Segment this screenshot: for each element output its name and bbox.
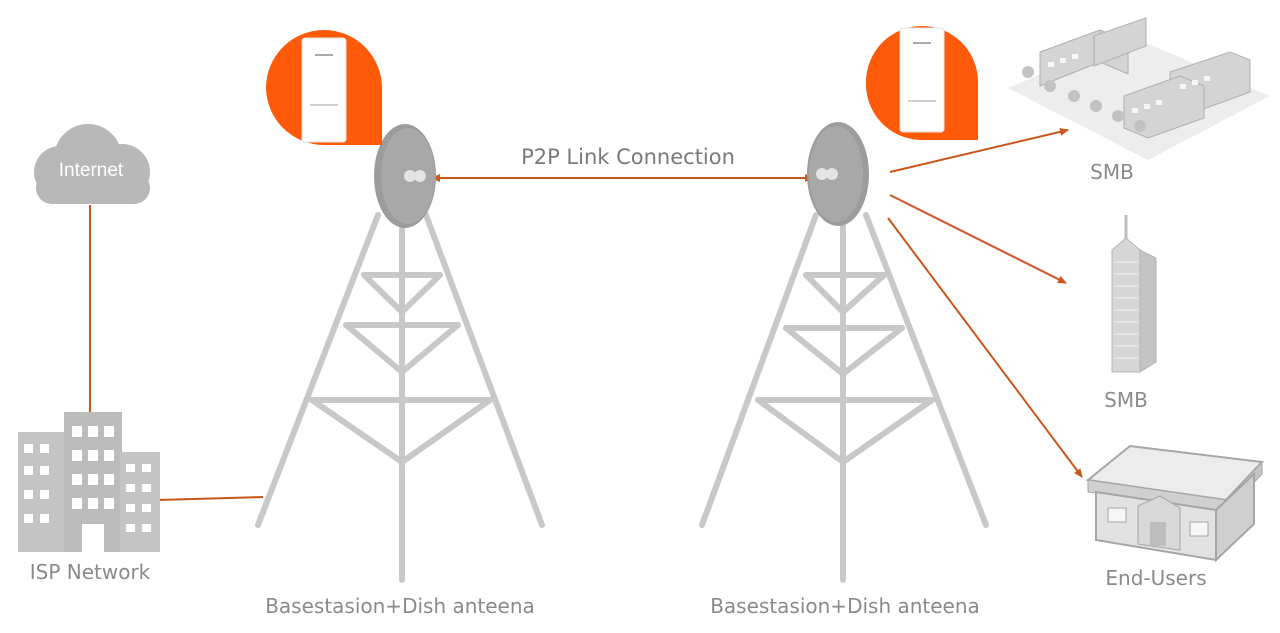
smb-middle-label: SMB bbox=[1104, 388, 1148, 412]
house-icon bbox=[1085, 444, 1265, 563]
link-to-smb-top-arrow bbox=[889, 127, 1069, 173]
radio-tower-icon bbox=[255, 212, 545, 583]
link-to-end-users-arrow bbox=[887, 217, 1083, 478]
cloud-icon bbox=[34, 124, 150, 204]
cpe-device-icon bbox=[865, 26, 978, 140]
dish-antenna-icon bbox=[374, 124, 436, 228]
office-building-icon bbox=[18, 412, 160, 552]
smb-top-label: SMB bbox=[1090, 160, 1134, 184]
business-park-icon bbox=[1008, 17, 1270, 160]
isp-tower-link bbox=[157, 496, 264, 501]
skyscraper-icon bbox=[1111, 215, 1157, 373]
link-to-smb-middle-arrow bbox=[889, 194, 1067, 284]
p2p-link-label: P2P Link Connection bbox=[521, 145, 735, 169]
end-users-label: End-Users bbox=[1105, 566, 1207, 590]
basestation-left-label: Basestasion+Dish anteena bbox=[265, 594, 535, 618]
dish-antenna-icon bbox=[807, 122, 869, 226]
internet-label: Internet bbox=[58, 160, 124, 181]
isp-network-label: ISP Network bbox=[29, 560, 151, 584]
radio-tower-icon bbox=[699, 212, 989, 583]
cpe-device-icon bbox=[266, 30, 382, 145]
basestation-right-label: Basestasion+Dish anteena bbox=[710, 594, 980, 618]
